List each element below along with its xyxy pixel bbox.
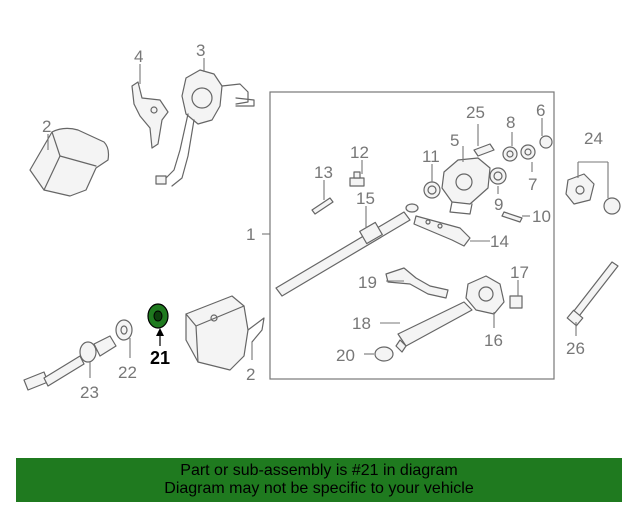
part-14-lever[interactable]: [413, 215, 471, 247]
part-21-highlighted[interactable]: [147, 303, 169, 329]
label-part-16: 16: [484, 331, 503, 350]
label-part-4: 4: [134, 47, 143, 66]
label-part-10: 10: [532, 207, 551, 226]
part-9-bushing[interactable]: [489, 167, 507, 185]
part-4-bracket[interactable]: [131, 81, 169, 149]
label-part-5: 5: [450, 131, 459, 150]
label-part-11: 11: [422, 147, 440, 166]
label-part-13: 13: [314, 163, 333, 182]
part-15-shaft[interactable]: [275, 203, 419, 297]
parts-diagram: 1 2 2 3 4 5 6 7 8 9 10 11 12 13 14 15 16…: [23, 41, 621, 402]
part-25-clip[interactable]: [473, 143, 495, 157]
label-part-7: 7: [528, 175, 537, 194]
part-19-rack[interactable]: [385, 267, 449, 299]
part-13-pin[interactable]: [311, 197, 334, 215]
part-2-upper-cover[interactable]: [29, 127, 110, 197]
label-part-9: 9: [494, 195, 503, 214]
label-part-15: 15: [356, 189, 375, 208]
part-7-bushing[interactable]: [520, 144, 536, 160]
assembly-box: [269, 91, 555, 380]
label-part-26: 26: [566, 339, 585, 358]
footer-line-2: Diagram may not be specific to your vehi…: [164, 480, 474, 497]
label-part-2-upper: 2: [42, 117, 51, 136]
part-18-gear-rack[interactable]: [395, 301, 473, 353]
part-6-ring[interactable]: [539, 135, 553, 149]
label-part-3: 3: [196, 41, 205, 60]
part-12-bolt[interactable]: [349, 171, 365, 187]
label-part-24: 24: [584, 129, 603, 148]
label-part-21: 21: [150, 348, 170, 368]
label-part-18: 18: [352, 314, 371, 333]
label-part-14: 14: [490, 232, 509, 251]
label-part-22: 22: [118, 363, 137, 382]
label-part-12: 12: [350, 143, 369, 162]
part-2-lower-shroud[interactable]: [185, 295, 265, 371]
part-11-bearing[interactable]: [423, 181, 441, 199]
footer-line-1: Part or sub-assembly is #21 in diagram: [180, 462, 458, 479]
label-part-6: 6: [536, 101, 545, 120]
label-part-8: 8: [506, 113, 515, 132]
label-part-17: 17: [510, 263, 529, 282]
part-23-steering-shaft[interactable]: [23, 335, 117, 391]
label-part-19: 19: [358, 273, 377, 292]
label-part-23: 23: [80, 383, 99, 402]
part-10-screw[interactable]: [501, 211, 523, 223]
part-5-housing[interactable]: [441, 157, 491, 215]
part-24-connectors[interactable]: [565, 173, 621, 215]
part-8-bushing[interactable]: [502, 146, 518, 162]
part-22-washer[interactable]: [115, 319, 133, 341]
label-part-2-lower: 2: [246, 365, 255, 384]
part-20-plug[interactable]: [374, 346, 394, 362]
label-part-25: 25: [466, 103, 485, 122]
footer-banner: Part or sub-assembly is #21 in diagram D…: [16, 458, 622, 502]
label-part-20: 20: [336, 346, 355, 365]
part-3-switch-harness[interactable]: [155, 69, 255, 187]
part-26-shaft[interactable]: [566, 261, 619, 327]
part-16-housing[interactable]: [465, 275, 505, 315]
part-17-bushing[interactable]: [509, 295, 523, 309]
label-part-1: 1: [246, 225, 255, 244]
